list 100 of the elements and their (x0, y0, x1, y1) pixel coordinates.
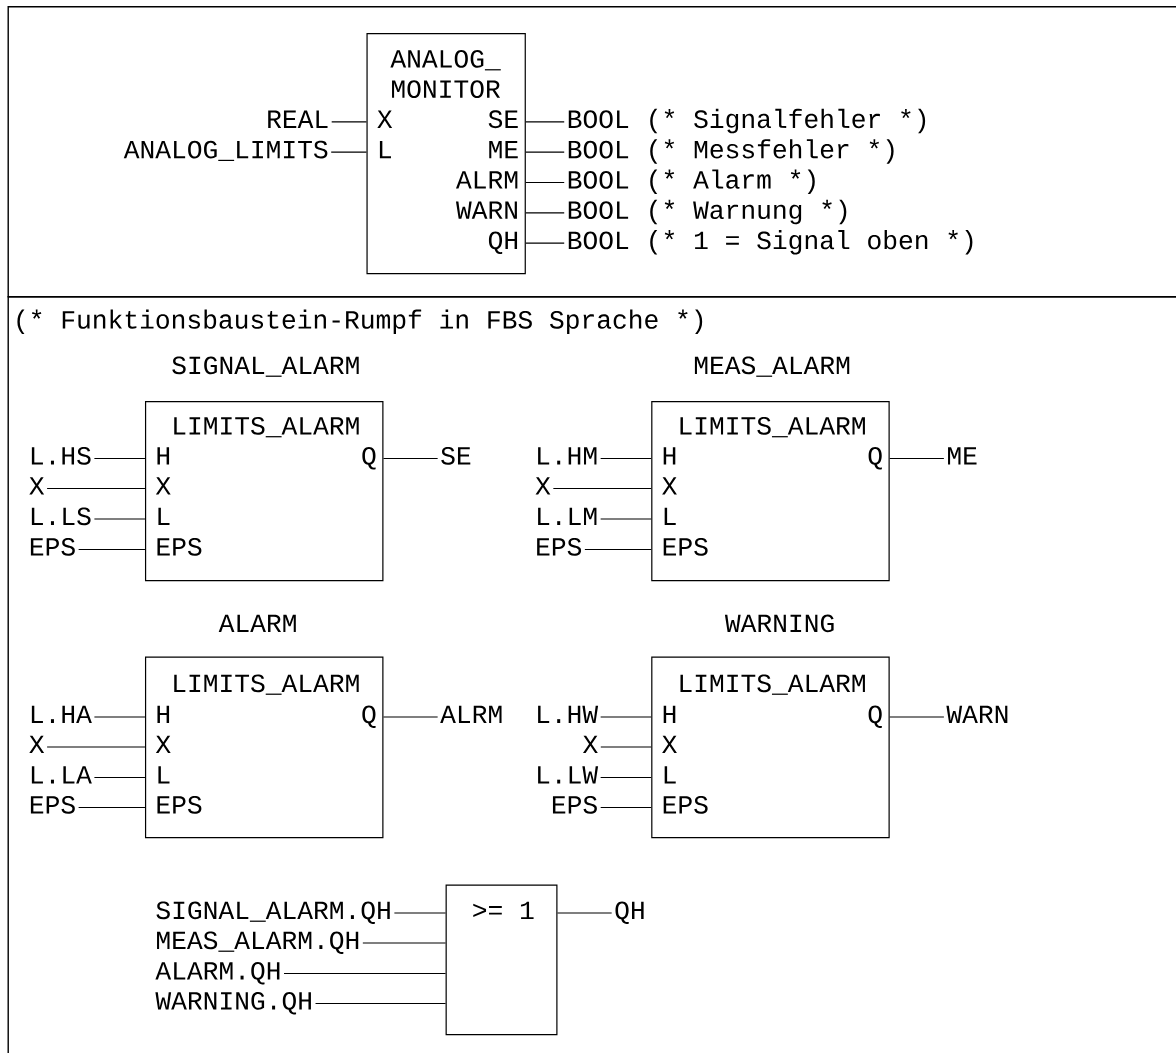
signal-label: EPS (30, 537, 75, 556)
signal-label: X (583, 735, 598, 753)
signal-label: L.LW (538, 766, 599, 784)
pin-label: X (662, 735, 677, 753)
pin-label: Q (362, 705, 376, 728)
connection-line (600, 746, 652, 748)
connection-line (600, 518, 652, 520)
comment-text: (* 1 = Signal oben *) (650, 230, 973, 255)
pin-label: X (155, 477, 171, 495)
pin-label: L (664, 766, 676, 784)
signal-label: BOOL (568, 170, 629, 189)
connection-line (78, 548, 146, 551)
pin-label: Q (868, 446, 882, 470)
signal-label: WARNING.QH (155, 991, 311, 1015)
connection-line (600, 716, 652, 718)
pin-label: ALRM (455, 171, 518, 189)
signal-label: EPS (552, 795, 597, 814)
signal-label: L.LM (538, 507, 597, 525)
connection-line (525, 242, 565, 244)
signal-label: BOOL (568, 201, 629, 220)
connection-line (556, 912, 613, 914)
pin-label: L (158, 766, 170, 784)
pin-label: H (157, 705, 170, 723)
signal-label: ALARM.QH (155, 961, 280, 985)
comment-text: (* Signalfehler *) (650, 108, 926, 134)
pin-label: EPS (663, 795, 708, 814)
signal-label: BOOL (568, 110, 629, 129)
signal-label: L.HW (538, 705, 599, 723)
pin-label: L (379, 140, 391, 159)
instance-name: ALARM (218, 614, 296, 632)
connection-line (600, 776, 652, 779)
instance-name: SIGNAL_ALARM (172, 356, 359, 377)
pin-label: EPS (663, 537, 708, 556)
connection-line (889, 457, 945, 460)
connection-line (331, 121, 368, 123)
connection-line (525, 212, 565, 214)
comment-text: (* Funktionsbaustein-Rumpf in FBS Sprache *) (17, 309, 703, 334)
connection-line (46, 487, 146, 490)
panel-frame (7, 6, 1176, 298)
signal-label: SE (441, 446, 471, 465)
connection-line (93, 776, 146, 779)
block-type-label: LIMITS_ALARM (680, 416, 865, 438)
pin-label: Q (362, 446, 376, 470)
signal-label: REAL (268, 110, 328, 128)
comment-text: (* Warnung *) (650, 199, 847, 225)
pin-label: L (664, 507, 676, 525)
connection-line (362, 942, 447, 944)
connection-line (393, 912, 447, 914)
signal-label: EPS (537, 537, 582, 556)
connection-line (283, 972, 447, 975)
signal-label: L.HS (31, 446, 91, 465)
pin-label: EPS (157, 537, 202, 556)
connection-line (93, 518, 146, 520)
signal-label: EPS (30, 795, 75, 814)
block-type-label: LIMITS_ALARM (174, 416, 359, 438)
connection-line (552, 487, 652, 490)
connection-line (525, 151, 565, 153)
signal-label: ALRM (440, 705, 502, 723)
pin-label: EPS (157, 795, 202, 814)
connection-line (330, 151, 368, 153)
signal-label: L.HA (31, 705, 92, 723)
signal-label: X (29, 477, 45, 495)
pin-label: H (663, 705, 676, 723)
block-type-label: LIMITS_ALARM (174, 674, 359, 695)
pin-label: L (158, 507, 170, 525)
pin-label: H (157, 447, 170, 465)
instance-name: WARNING (724, 614, 834, 633)
signal-label: MEAS_ALARM.QH (157, 931, 359, 954)
connection-line (93, 716, 146, 718)
signal-label: L.HM (538, 447, 597, 465)
signal-label: ANALOG_LIMITS (123, 140, 328, 162)
pin-label: ME (489, 140, 518, 159)
connection-line (382, 457, 439, 460)
signal-label: QH (615, 901, 644, 924)
connection-line (314, 1002, 447, 1005)
signal-label: ME (948, 447, 977, 465)
block-type-label: LIMITS_ALARM (680, 674, 865, 695)
pin-label: H (663, 447, 676, 465)
connection-line (889, 716, 945, 718)
connection-line (525, 121, 565, 123)
signal-label: SIGNAL_ALARM.QH (156, 901, 390, 924)
connection-line (600, 457, 652, 460)
pin-label: X (377, 110, 393, 128)
signal-label: X (29, 735, 45, 753)
pin-label: X (155, 735, 171, 753)
pin-label: X (662, 477, 677, 495)
operator-label: >= 1 (473, 901, 534, 919)
signal-label: X (535, 477, 551, 495)
signal-label: WARN (946, 705, 1008, 723)
connection-line (600, 806, 652, 809)
instance-name: MEAS_ALARM (694, 356, 850, 377)
connection-line (382, 716, 439, 718)
connection-line (93, 457, 146, 460)
connection-line (78, 806, 146, 809)
connection-line (525, 181, 565, 184)
signal-label: BOOL (568, 231, 629, 250)
signal-label: BOOL (568, 140, 629, 159)
pin-label: SE (488, 110, 518, 129)
pin-label: QH (488, 231, 518, 255)
block-type-label: ANALOG_ MONITOR (390, 50, 501, 98)
